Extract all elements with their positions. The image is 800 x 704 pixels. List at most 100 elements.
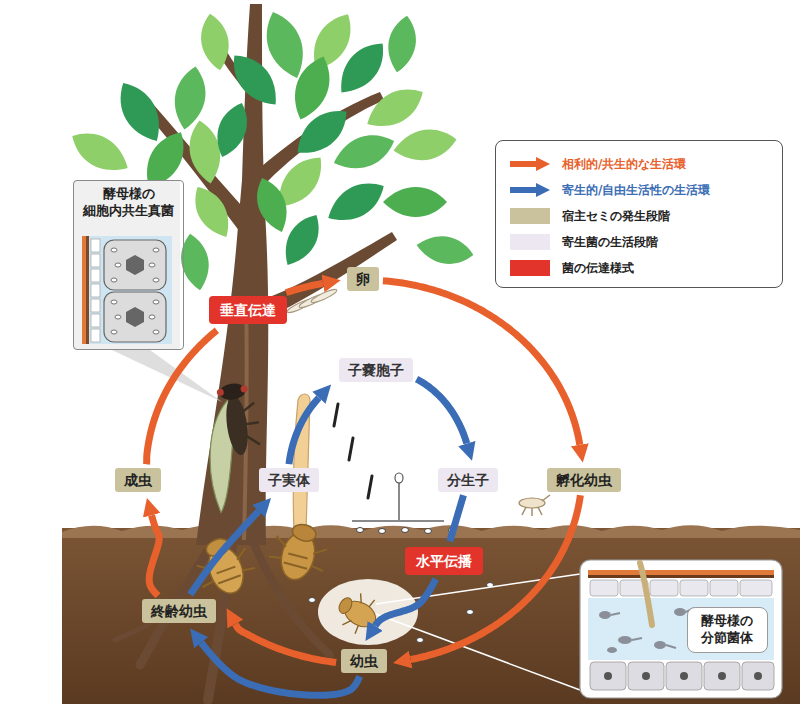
legend-text: 宿主セミの発生段階 <box>562 208 670 225</box>
soil-ground <box>62 525 800 704</box>
legend-arrow <box>510 161 538 167</box>
tree-leaves <box>65 6 476 292</box>
endosymbiont-inset <box>111 278 117 282</box>
segmented-fungus-inset <box>604 672 612 680</box>
legend-row: 寄生的/自由生活性の生活環 <box>508 177 770 203</box>
hatchling-nymph <box>522 495 550 516</box>
lifecycle-arrow <box>190 511 258 594</box>
segmented-fungus-inset <box>742 662 774 690</box>
legend-text: 寄生的/自由生活性の生活環 <box>562 182 710 199</box>
endosymbiont-inset <box>111 330 117 334</box>
transmission-box: 水平伝播 <box>405 547 483 575</box>
endosymbiont-inset <box>82 236 172 344</box>
tree-leaves <box>177 231 214 292</box>
endosymbiont-inset <box>91 284 100 297</box>
legend-swatch <box>510 260 550 276</box>
segmented-fungus-inset <box>642 672 650 680</box>
segmented-fungus-inset <box>680 672 688 680</box>
endosymbiont-inset <box>149 263 155 267</box>
node-label: 孵化幼虫 <box>556 471 612 489</box>
endosymbiont-inset <box>126 307 144 327</box>
segmented-fungus-inset <box>650 580 678 596</box>
nymph-with-fungus <box>268 535 328 573</box>
segmented-fungus-inset <box>640 563 652 625</box>
tree-leaves <box>110 75 171 149</box>
nymph-with-fungus <box>265 518 334 587</box>
larva-in-burrow <box>336 596 354 616</box>
endosymbiont-inset <box>73 180 180 350</box>
tree-leaves <box>197 11 234 72</box>
fungus-stage-box: 子実体 <box>259 468 319 492</box>
lifecycle-arrow <box>149 515 159 595</box>
tree-leaves <box>330 34 394 102</box>
node-label: 成虫 <box>124 471 152 489</box>
segmented-fungus-inset <box>666 662 702 690</box>
segmented-fungus-inset <box>710 580 738 596</box>
conidia <box>467 610 474 615</box>
legend-row: 相利的/共生的な生活環 <box>508 151 770 177</box>
ascospores <box>334 404 372 498</box>
legend-swatch <box>510 208 550 224</box>
conidia <box>357 528 364 533</box>
endosymbiont-inset <box>149 315 155 319</box>
endosymbiont-inset <box>104 240 166 290</box>
tree-leaves <box>384 13 421 74</box>
conidia <box>309 598 316 603</box>
endosymbiont-inset <box>104 292 166 342</box>
larva-in-burrow <box>331 586 385 640</box>
nymph-with-fungus <box>291 522 318 544</box>
segmented-fungus-inset <box>611 613 620 615</box>
lifecycle-arrow <box>235 624 336 663</box>
endosymbiont-inset <box>86 236 89 344</box>
lifecycle-arrow <box>146 330 216 464</box>
zoom-leader <box>376 614 580 690</box>
tree-leaves <box>360 79 430 137</box>
host-stage-box: 終齢幼虫 <box>142 599 216 623</box>
endosymbiont-inset <box>153 330 159 334</box>
endosymbiont-inset <box>153 300 159 304</box>
node-label: 子実体 <box>268 471 310 489</box>
endosymbiont-inset <box>82 236 86 344</box>
segmented-fungus-inset <box>590 662 774 690</box>
endosymbiont-inset <box>91 314 100 327</box>
legend-arrow <box>536 157 550 171</box>
segmented-fungus-inset <box>674 608 686 616</box>
endosymbiont-inset <box>91 269 100 282</box>
segmented-fungus-inset <box>590 662 626 690</box>
endosymbiont-inset <box>126 255 144 275</box>
ascospores <box>368 476 372 498</box>
legend-arrow <box>510 187 538 193</box>
tree-leaves <box>65 123 135 181</box>
segmented-fungus-inset <box>618 636 632 644</box>
edge-group <box>146 281 580 696</box>
node-label: 幼虫 <box>350 652 378 670</box>
tree-leaves <box>223 46 287 114</box>
legend-swatch <box>510 234 550 250</box>
conidia <box>395 473 403 483</box>
legend-row: 寄生菌の生活段階 <box>508 229 770 255</box>
segmented-fungus-inset <box>599 608 686 653</box>
node-label: 水平伝播 <box>416 552 472 570</box>
endosymbiont-inset <box>91 329 100 342</box>
lifecycle-arrow <box>286 283 323 292</box>
endosymbiont-inset <box>111 248 159 334</box>
host-stage-box: 卵 <box>347 267 379 291</box>
host-stage-box: 成虫 <box>115 468 161 492</box>
endosymbiont-inset <box>153 248 159 252</box>
segmented-fungus-inset <box>754 672 762 680</box>
segmented-fungus-inset <box>588 570 774 575</box>
legend-text: 相利的/共生的な生活環 <box>562 156 686 173</box>
node-label: 終齢幼虫 <box>151 602 207 620</box>
final-instar-nymph <box>189 530 261 602</box>
tree-leaves <box>209 98 254 161</box>
segmented-fungus-inset <box>590 580 618 596</box>
segmented-fungus-inset <box>680 580 708 596</box>
segmented-fungus-inset <box>590 580 772 596</box>
transmission-box: 垂直伝達 <box>209 296 287 324</box>
segmented-fungus-inset <box>588 575 774 578</box>
conidia <box>417 638 424 643</box>
legend-arrow <box>508 182 552 198</box>
segmented-fungus-inset <box>588 598 774 660</box>
